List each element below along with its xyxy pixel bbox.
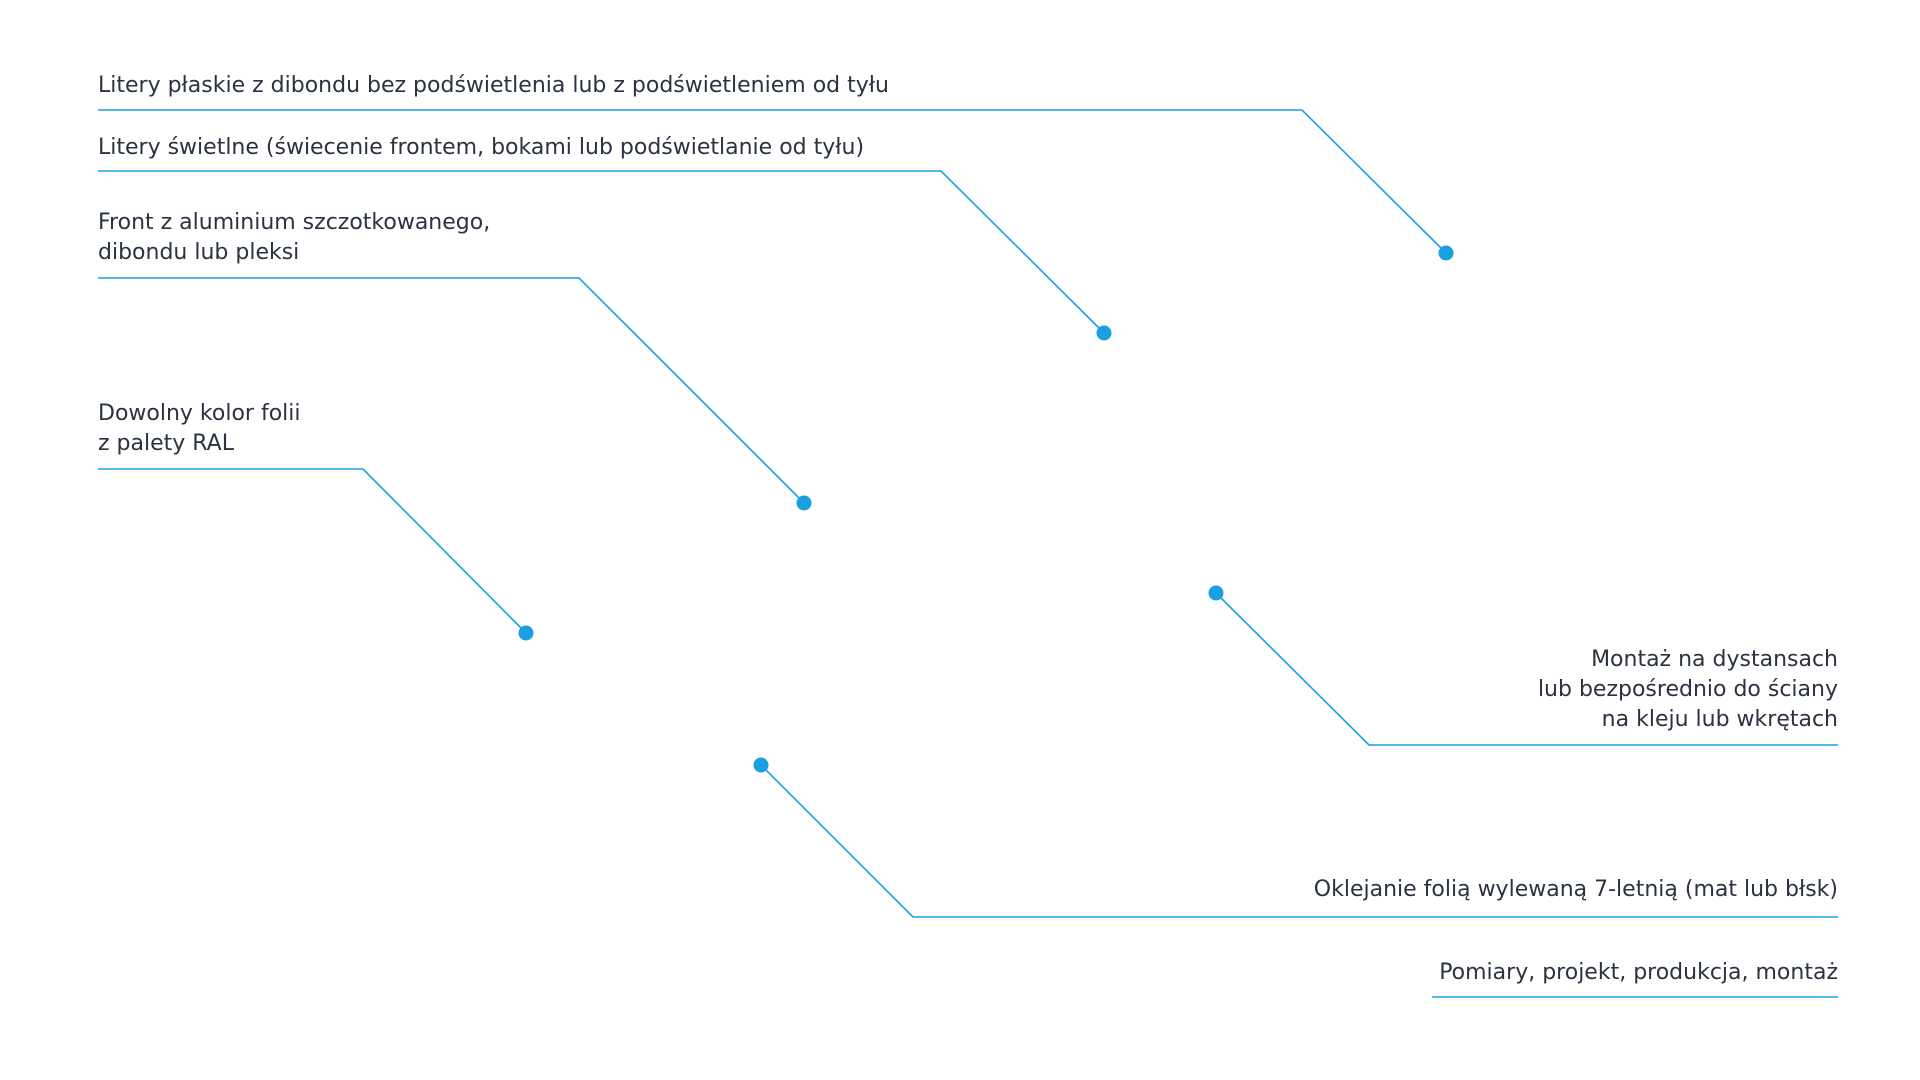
callout-text-line: z palety RAL bbox=[98, 431, 234, 456]
callout-ral-color: Dowolny kolor folii z palety RAL bbox=[98, 399, 301, 459]
callout-light-letters: Litery świetlne (świecenie frontem, boka… bbox=[98, 133, 864, 163]
callout-text-line: Dowolny kolor folii bbox=[98, 401, 301, 426]
callout-text-line: Front z aluminium szczotkowanego, bbox=[98, 210, 491, 235]
pointer-dot-mounting bbox=[1208, 585, 1224, 601]
callout-mounting: Montaż na dystansach lub bezpośrednio do… bbox=[1538, 645, 1838, 735]
leader-line-foil-wrapping bbox=[760, 764, 1838, 918]
leader-line-light-letters bbox=[98, 170, 1105, 334]
callout-front-material: Front z aluminium szczotkowanego, dibond… bbox=[98, 208, 490, 268]
callout-text-line: Pomiary, projekt, produkcja, montaż bbox=[1439, 960, 1838, 985]
pointer-dot-flat-letters bbox=[1438, 245, 1454, 261]
pointer-dot-ral-color bbox=[518, 625, 534, 641]
callout-text-line: Litery płaskie z dibondu bez podświetlen… bbox=[98, 73, 889, 98]
callout-text-line: Oklejanie folią wylewaną 7-letnią (mat l… bbox=[1313, 877, 1838, 902]
leader-line-mounting bbox=[1215, 592, 1838, 746]
pointer-dot-front-material bbox=[796, 495, 812, 511]
leader-line-flat-letters bbox=[98, 109, 1447, 254]
callout-text-line: Montaż na dystansach bbox=[1591, 647, 1838, 672]
callout-text-line: dibondu lub pleksi bbox=[98, 240, 300, 265]
leader-line-ral-color bbox=[98, 468, 527, 634]
callout-text-line: lub bezpośrednio do ściany bbox=[1537, 677, 1838, 702]
callout-foil-wrapping: Oklejanie folią wylewaną 7-letnią (mat l… bbox=[1314, 875, 1838, 905]
leader-line-front-material bbox=[98, 277, 805, 504]
callout-text-line: Litery świetlne (świecenie frontem, boka… bbox=[98, 135, 865, 160]
pointer-dot-foil-wrapping bbox=[753, 757, 769, 773]
callout-services: Pomiary, projekt, produkcja, montaż bbox=[1439, 958, 1838, 988]
callout-text-line: na kleju lub wkrętach bbox=[1601, 707, 1838, 732]
callout-flat-letters: Litery płaskie z dibondu bez podświetlen… bbox=[98, 71, 889, 101]
pointer-dot-light-letters bbox=[1096, 325, 1112, 341]
